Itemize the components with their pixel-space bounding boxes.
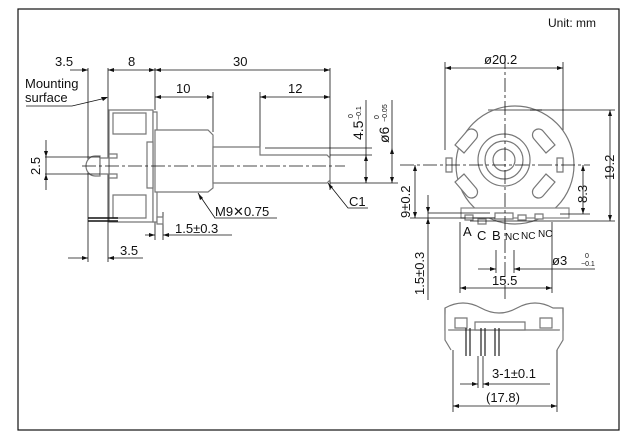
dim-8-3: 8.3 (575, 185, 590, 203)
dim-10: 10 (176, 81, 190, 96)
pin-label-a: A (463, 224, 472, 239)
pin-label-c: C (477, 228, 486, 243)
drawing-frame (17, 8, 620, 431)
dim-15-5: 15.5 (492, 273, 517, 288)
dim-9: 9±0.2 (398, 186, 413, 218)
dim-30: 30 (233, 54, 247, 69)
dim-2-5: 2.5 (28, 157, 43, 175)
mounting-surface-line2: surface (25, 90, 68, 105)
dim-12: 12 (288, 81, 302, 96)
dim-4-5: 4.5 (350, 120, 366, 140)
dim-6-tol-upper: 0 (374, 115, 381, 119)
chamfer-c1: C1 (349, 194, 366, 209)
bottom-view: 3-1±0.1 (17.8) (444, 302, 564, 412)
dim-1-5-side: 1.5±0.3 (175, 221, 218, 236)
dim-width-17-8: (17.8) (486, 390, 520, 405)
dim-1-5-front: 1.5±0.3 (412, 252, 427, 295)
dim-6: ø6 (376, 126, 392, 143)
dim-3: ø3 (552, 253, 567, 268)
dim-3-tol-upper: 0 (585, 253, 589, 260)
dim-3-5-bottom: 3.5 (120, 243, 138, 258)
dim-pins: 3-1±0.1 (492, 366, 536, 381)
dim-19-2: 19.2 (602, 155, 617, 180)
mounting-surface-line1: Mounting (25, 76, 78, 91)
front-view: ø20.2 19.2 8.3 9±0.2 1.5±0.3 A C B NC NC… (398, 52, 617, 300)
dim-8: 8 (128, 54, 135, 69)
dim-3-tol-lower: −0.1 (581, 261, 595, 268)
pin-label-nc-3: NC (538, 229, 552, 240)
dim-4-5-tol-upper: 0 (348, 114, 355, 118)
pin-label-nc-2: NC (521, 231, 535, 242)
thread-callout: M9✕0.75 (215, 204, 269, 219)
dim-3-5-top: 3.5 (55, 54, 73, 69)
dim-6-tol-lower: −0.05 (382, 104, 389, 122)
unit-label: Unit: mm (548, 16, 596, 30)
pin-label-b: B (492, 228, 501, 243)
side-view: 3.5 8 30 10 12 Mounting surface 2.5 M9✕0 (25, 54, 398, 262)
dim-diameter-20-2: ø20.2 (484, 52, 517, 67)
pin-label-nc-1: NC (505, 232, 519, 243)
dim-4-5-tol-lower: −0.1 (356, 106, 363, 120)
